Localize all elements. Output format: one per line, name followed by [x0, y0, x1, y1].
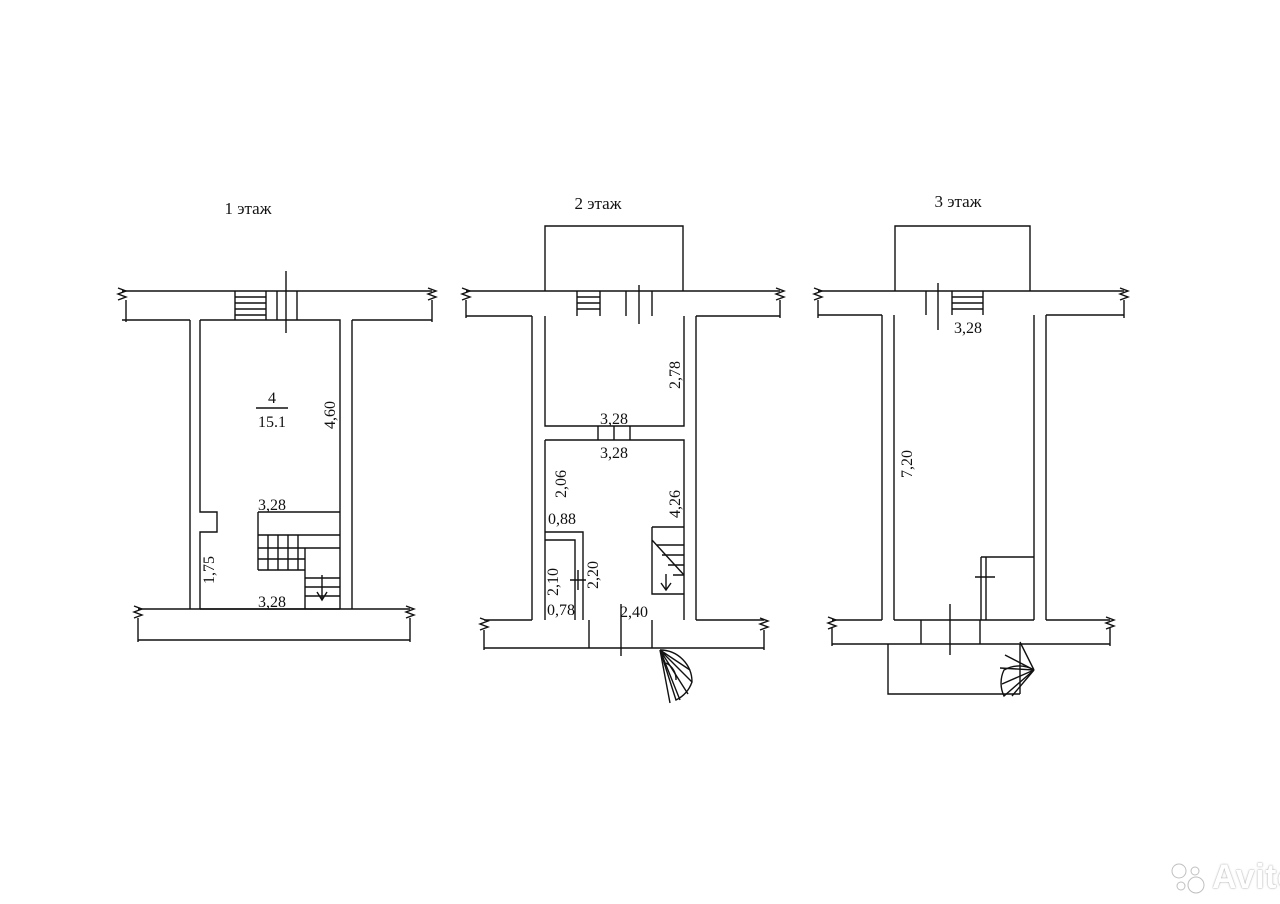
floor-1-plan	[116, 271, 438, 642]
floor-1-dim-height: 4,60	[322, 401, 339, 429]
floor-2-dim-closet-width: 0,88	[548, 511, 576, 528]
floor-1-title: 1 этаж	[225, 199, 272, 218]
floor-3-plan	[812, 225, 1130, 698]
floor-2-dim-closet-h1: 2,10	[545, 568, 562, 596]
floor-1-dim-stair-width: 3,28	[258, 497, 286, 514]
floor-2-dim-upper-height: 2,78	[667, 361, 684, 389]
floor-2-dim-right-height: 4,26	[667, 490, 684, 518]
floor-1-room-number: 4	[268, 390, 276, 407]
floor-1-dim-left: 1,75	[201, 556, 218, 584]
floor-2-dim-left-height: 2,06	[553, 470, 570, 498]
floor-1-dim-bottom: 3,28	[258, 594, 286, 611]
floor-3-dim-width: 3,28	[954, 320, 982, 337]
floor-2-dim-lower-width: 3,28	[600, 445, 628, 462]
floor-2-title: 2 этаж	[575, 194, 622, 213]
floor-3-title: 3 этаж	[935, 192, 982, 211]
floor-3-dim-height: 7,20	[899, 450, 916, 478]
floor-2-dim-closet-h2: 2,20	[585, 561, 602, 589]
floor-2-plan	[460, 225, 786, 704]
avito-watermark-text: Avito	[1212, 858, 1280, 896]
avito-watermark: Avito	[1170, 858, 1280, 897]
floor-2-dim-upper-width: 3,28	[600, 411, 628, 428]
floor-2-dim-closet-bottom: 0,78	[547, 602, 575, 619]
floor-1-room-area: 15.1	[258, 414, 286, 431]
floor-2-dim-bottom: 2,40	[620, 604, 648, 621]
avito-dots-logo	[1171, 863, 1205, 893]
